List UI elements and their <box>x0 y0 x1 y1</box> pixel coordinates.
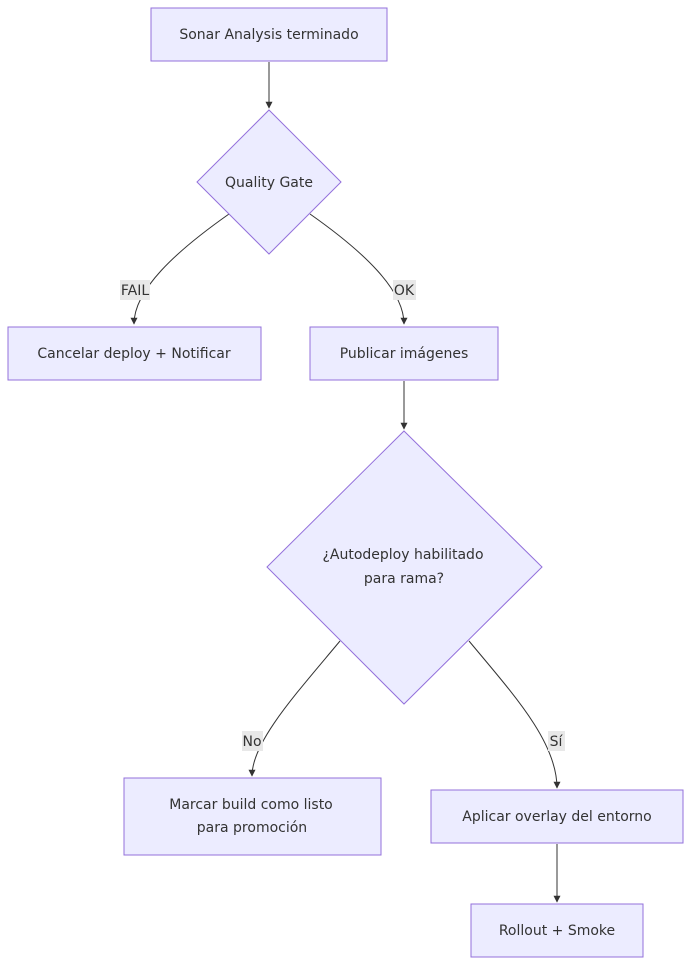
node-quality-gate: Quality Gate <box>196 109 342 255</box>
edge-label-si-text: Sí <box>550 734 564 750</box>
node-aplicar-overlay-label: Aplicar overlay del entorno <box>462 809 651 825</box>
node-rollout-smoke-label: Rollout + Smoke <box>499 923 615 939</box>
node-cancelar-deploy: Cancelar deploy + Notificar <box>7 326 262 381</box>
node-sonar-analysis-label: Sonar Analysis terminado <box>179 27 358 43</box>
node-publicar-imagenes: Publicar imágenes <box>309 326 499 381</box>
node-quality-gate-label: Quality Gate <box>225 175 313 191</box>
edge-quality-gate-fail <box>130 213 230 325</box>
edge-label-ok: OK <box>393 280 416 300</box>
edge-label-ok-text: OK <box>394 283 415 299</box>
node-aplicar-overlay: Aplicar overlay del entorno <box>430 789 684 844</box>
node-marcar-build: Marcar build como listo para promoción <box>123 777 382 856</box>
edge-label-fail-text: FAIL <box>121 283 149 299</box>
edge-autodeploy-no <box>248 640 341 777</box>
node-cancelar-deploy-label: Cancelar deploy + Notificar <box>37 346 230 362</box>
node-autodeploy-decision: ¿Autodeploy habilitado para rama? <box>266 430 543 705</box>
node-sonar-analysis: Sonar Analysis terminado <box>150 7 388 62</box>
edge-autodeploy-si <box>468 640 561 789</box>
node-autodeploy-label-line2: para rama? <box>364 571 444 587</box>
node-marcar-build-label-line2: para promoción <box>197 820 307 836</box>
node-publicar-imagenes-label: Publicar imágenes <box>340 346 469 362</box>
edge-label-no-text: No <box>242 734 261 750</box>
edge-label-fail: FAIL <box>120 280 150 300</box>
node-rollout-smoke: Rollout + Smoke <box>470 903 644 958</box>
edge-quality-gate-ok <box>309 213 408 325</box>
node-marcar-build-label-line1: Marcar build como listo <box>169 797 333 813</box>
edge-label-si: Sí <box>548 731 565 751</box>
edge-label-no: No <box>242 731 263 751</box>
node-autodeploy-label-line1: ¿Autodeploy habilitado <box>322 547 483 563</box>
